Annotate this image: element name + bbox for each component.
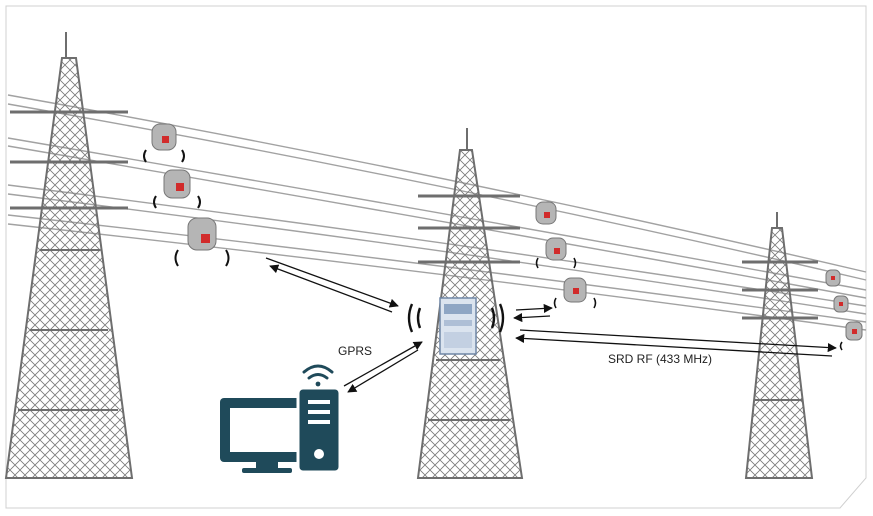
transmission-tower-icon <box>4 32 134 479</box>
line-sensor-icon <box>825 269 841 287</box>
line-sensor-icon <box>535 201 557 225</box>
desktop-computer-icon <box>220 386 342 474</box>
gprs-label: GPRS <box>338 344 373 358</box>
line-sensor-icon <box>153 169 201 209</box>
diagram-frame <box>5 5 867 509</box>
line-sensor-icon <box>143 123 185 163</box>
line-sensor-icon <box>839 321 863 351</box>
rf-link-arrows <box>265 257 837 393</box>
power-lines <box>7 94 867 331</box>
line-sensor-icon <box>535 237 577 269</box>
line-sensor-icon <box>833 295 849 313</box>
line-sensor-icon <box>174 217 230 267</box>
gateway-device-icon <box>407 297 505 355</box>
srd-rf-label: SRD RF (433 MHz) <box>608 352 713 366</box>
line-sensor-icon <box>553 277 597 309</box>
wifi-icon <box>302 364 334 387</box>
